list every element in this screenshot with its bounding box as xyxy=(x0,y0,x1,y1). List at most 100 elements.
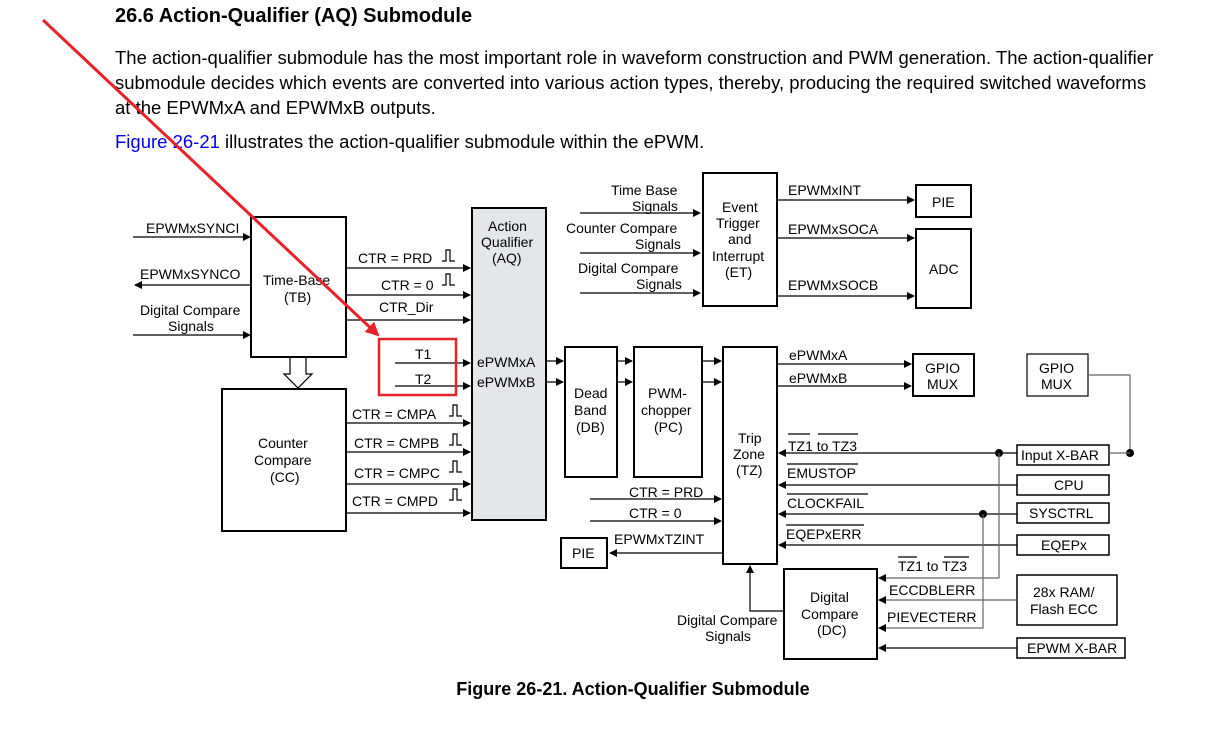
et-tb-label-2: Signals xyxy=(632,198,678,214)
et-label-5: (ET) xyxy=(725,264,752,280)
dc-in-pievect-label: PIEVECTERR xyxy=(887,609,976,625)
t2-label: T2 xyxy=(415,371,432,387)
dc-in-tz13-label: TZ1 to TZ3 xyxy=(898,558,967,574)
figure-link[interactable]: Figure 26-21 xyxy=(115,131,220,152)
red-arrow-icon xyxy=(41,18,380,337)
epwmxsynco-label: EPWMxSYNCO xyxy=(140,266,240,282)
aq-out-b-label: ePWMxB xyxy=(477,374,535,390)
et-soca-label: EPWMxSOCA xyxy=(788,221,879,237)
gpio-mux-label-1: GPIO xyxy=(925,360,960,376)
db-label-2: Band xyxy=(574,402,607,418)
tz-ctr-zero-label: CTR = 0 xyxy=(629,505,682,521)
tb-dc-signals-label-2: Signals xyxy=(168,318,214,334)
et-label-3: and xyxy=(728,231,751,247)
tz-out-b-label: ePWMxB xyxy=(789,370,847,386)
aq-out-a-label: ePWMxA xyxy=(477,354,536,370)
section-paragraph: The action-qualifier submodule has the m… xyxy=(115,47,1154,118)
tb-label-2: (TB) xyxy=(284,289,311,305)
tb-to-cc-arrow xyxy=(282,358,314,389)
gpio-mux-block-2 xyxy=(1026,353,1089,397)
t1-label: T1 xyxy=(415,346,432,362)
pie-bottom-label: PIE xyxy=(572,545,595,561)
ram-flash-ecc-block xyxy=(1016,574,1118,626)
pulse-icon xyxy=(442,249,455,262)
tb-dc-signals-label-1: Digital Compare xyxy=(140,302,241,318)
dc-label-3: (DC) xyxy=(817,622,847,638)
pulse-icon xyxy=(449,460,462,473)
et-tb-label-1: Time Base xyxy=(611,182,678,198)
et-dc-label-2: Signals xyxy=(636,276,682,292)
tb-ctr-prd-label: CTR = PRD xyxy=(358,250,432,266)
dc-in-ecc-label: ECCDBLERR xyxy=(889,582,975,598)
ram-label-1: 28x RAM/ xyxy=(1033,584,1095,600)
cc-ctr-cmpa-label: CTR = CMPA xyxy=(352,406,437,422)
tz-epwmxtzint-label: EPWMxTZINT xyxy=(614,531,705,547)
pie-bottom-block xyxy=(560,537,608,569)
ram-label-2: Flash ECC xyxy=(1030,601,1098,617)
trip-zone-block xyxy=(722,346,778,565)
tz-label-3: (TZ) xyxy=(736,462,762,478)
aq-label-3: (AQ) xyxy=(492,250,522,266)
aq-label-1: Action xyxy=(488,218,527,234)
section-title: 26.6 Action-Qualifier (AQ) Submodule xyxy=(115,5,473,27)
tz-in-eqepxerr-label: EQEPxERR xyxy=(786,526,861,542)
pc-label-2: chopper xyxy=(641,402,692,418)
sysctrl-block xyxy=(1016,502,1110,524)
aq-label-2: Qualifier xyxy=(481,234,533,250)
pc-label-1: PWM- xyxy=(648,385,687,401)
adc-block xyxy=(915,228,972,309)
pie-top-block xyxy=(915,184,972,218)
adc-label: ADC xyxy=(929,261,959,277)
figure-caption: Figure 26-21. Action-Qualifier Submodule xyxy=(456,679,810,699)
dc-signals-label-1: Digital Compare xyxy=(677,612,778,628)
et-label-2: Trigger xyxy=(716,215,760,231)
et-label-4: Interrupt xyxy=(712,248,764,264)
cc-ctr-cmpc-label: CTR = CMPC xyxy=(354,465,440,481)
pwm-chopper-block xyxy=(633,346,703,478)
tz-label-1: Trip xyxy=(738,430,762,446)
pulse-icon xyxy=(449,488,462,501)
tb-ctr-zero-label: CTR = 0 xyxy=(381,277,434,293)
dc-signals-label-2: Signals xyxy=(705,628,751,644)
tb-ctr-dir-label: CTR_Dir xyxy=(379,299,434,315)
pulse-icon xyxy=(442,273,455,286)
et-socb-label: EPWMxSOCB xyxy=(788,277,878,293)
pulse-icon xyxy=(449,433,462,446)
tz-ctr-prd-label: CTR = PRD xyxy=(629,484,703,500)
dead-band-block xyxy=(564,346,618,478)
et-cc-label-1: Counter Compare xyxy=(566,220,677,236)
db-label-1: Dead xyxy=(574,385,607,401)
cc-label-3: (CC) xyxy=(270,469,300,485)
et-int-label: EPWMxINT xyxy=(788,182,862,198)
et-dc-label-1: Digital Compare xyxy=(578,260,679,276)
pie-top-label: PIE xyxy=(932,194,955,210)
epwmxsynci-label: EPWMxSYNCI xyxy=(146,220,239,236)
gpio-mux2-label-1: GPIO xyxy=(1039,360,1074,376)
cc-label-1: Counter xyxy=(258,435,308,451)
tz-in-emustop-label: EMUSTOP xyxy=(787,465,856,481)
action-qualifier-block xyxy=(471,207,547,521)
cc-ctr-cmpb-label: CTR = CMPB xyxy=(354,435,439,451)
highlight-box xyxy=(377,337,458,397)
sysctrl-label: SYSCTRL xyxy=(1029,505,1094,521)
cc-label-2: Compare xyxy=(254,452,312,468)
tz-out-a-label: ePWMxA xyxy=(789,347,848,363)
eqepx-label: EQEPx xyxy=(1041,537,1087,553)
figure-reference-paragraph: Figure 26-21 illustrates the action-qual… xyxy=(115,131,704,153)
epwm-xbar-label: EPWM X-BAR xyxy=(1027,640,1117,656)
pulse-icon xyxy=(449,404,462,417)
figure-reference-text: illustrates the action-qualifier submodu… xyxy=(219,131,705,152)
tz-in-tz13-label: TZ1 to TZ3 xyxy=(788,438,857,454)
time-base-block xyxy=(250,216,347,358)
cc-ctr-cmpd-label: CTR = CMPD xyxy=(352,493,438,509)
event-trigger-block xyxy=(702,172,778,307)
dc-label-1: Digital xyxy=(810,589,849,605)
gpio-mux-block xyxy=(912,353,975,397)
digital-compare-block xyxy=(783,568,878,660)
tz-in-clockfail-label: CLOCKFAIL xyxy=(787,495,864,511)
gpio-mux-label-2: MUX xyxy=(927,376,959,392)
pc-label-3: (PC) xyxy=(654,419,683,435)
db-label-3: (DB) xyxy=(576,419,605,435)
gpio-mux2-label-2: MUX xyxy=(1041,376,1073,392)
